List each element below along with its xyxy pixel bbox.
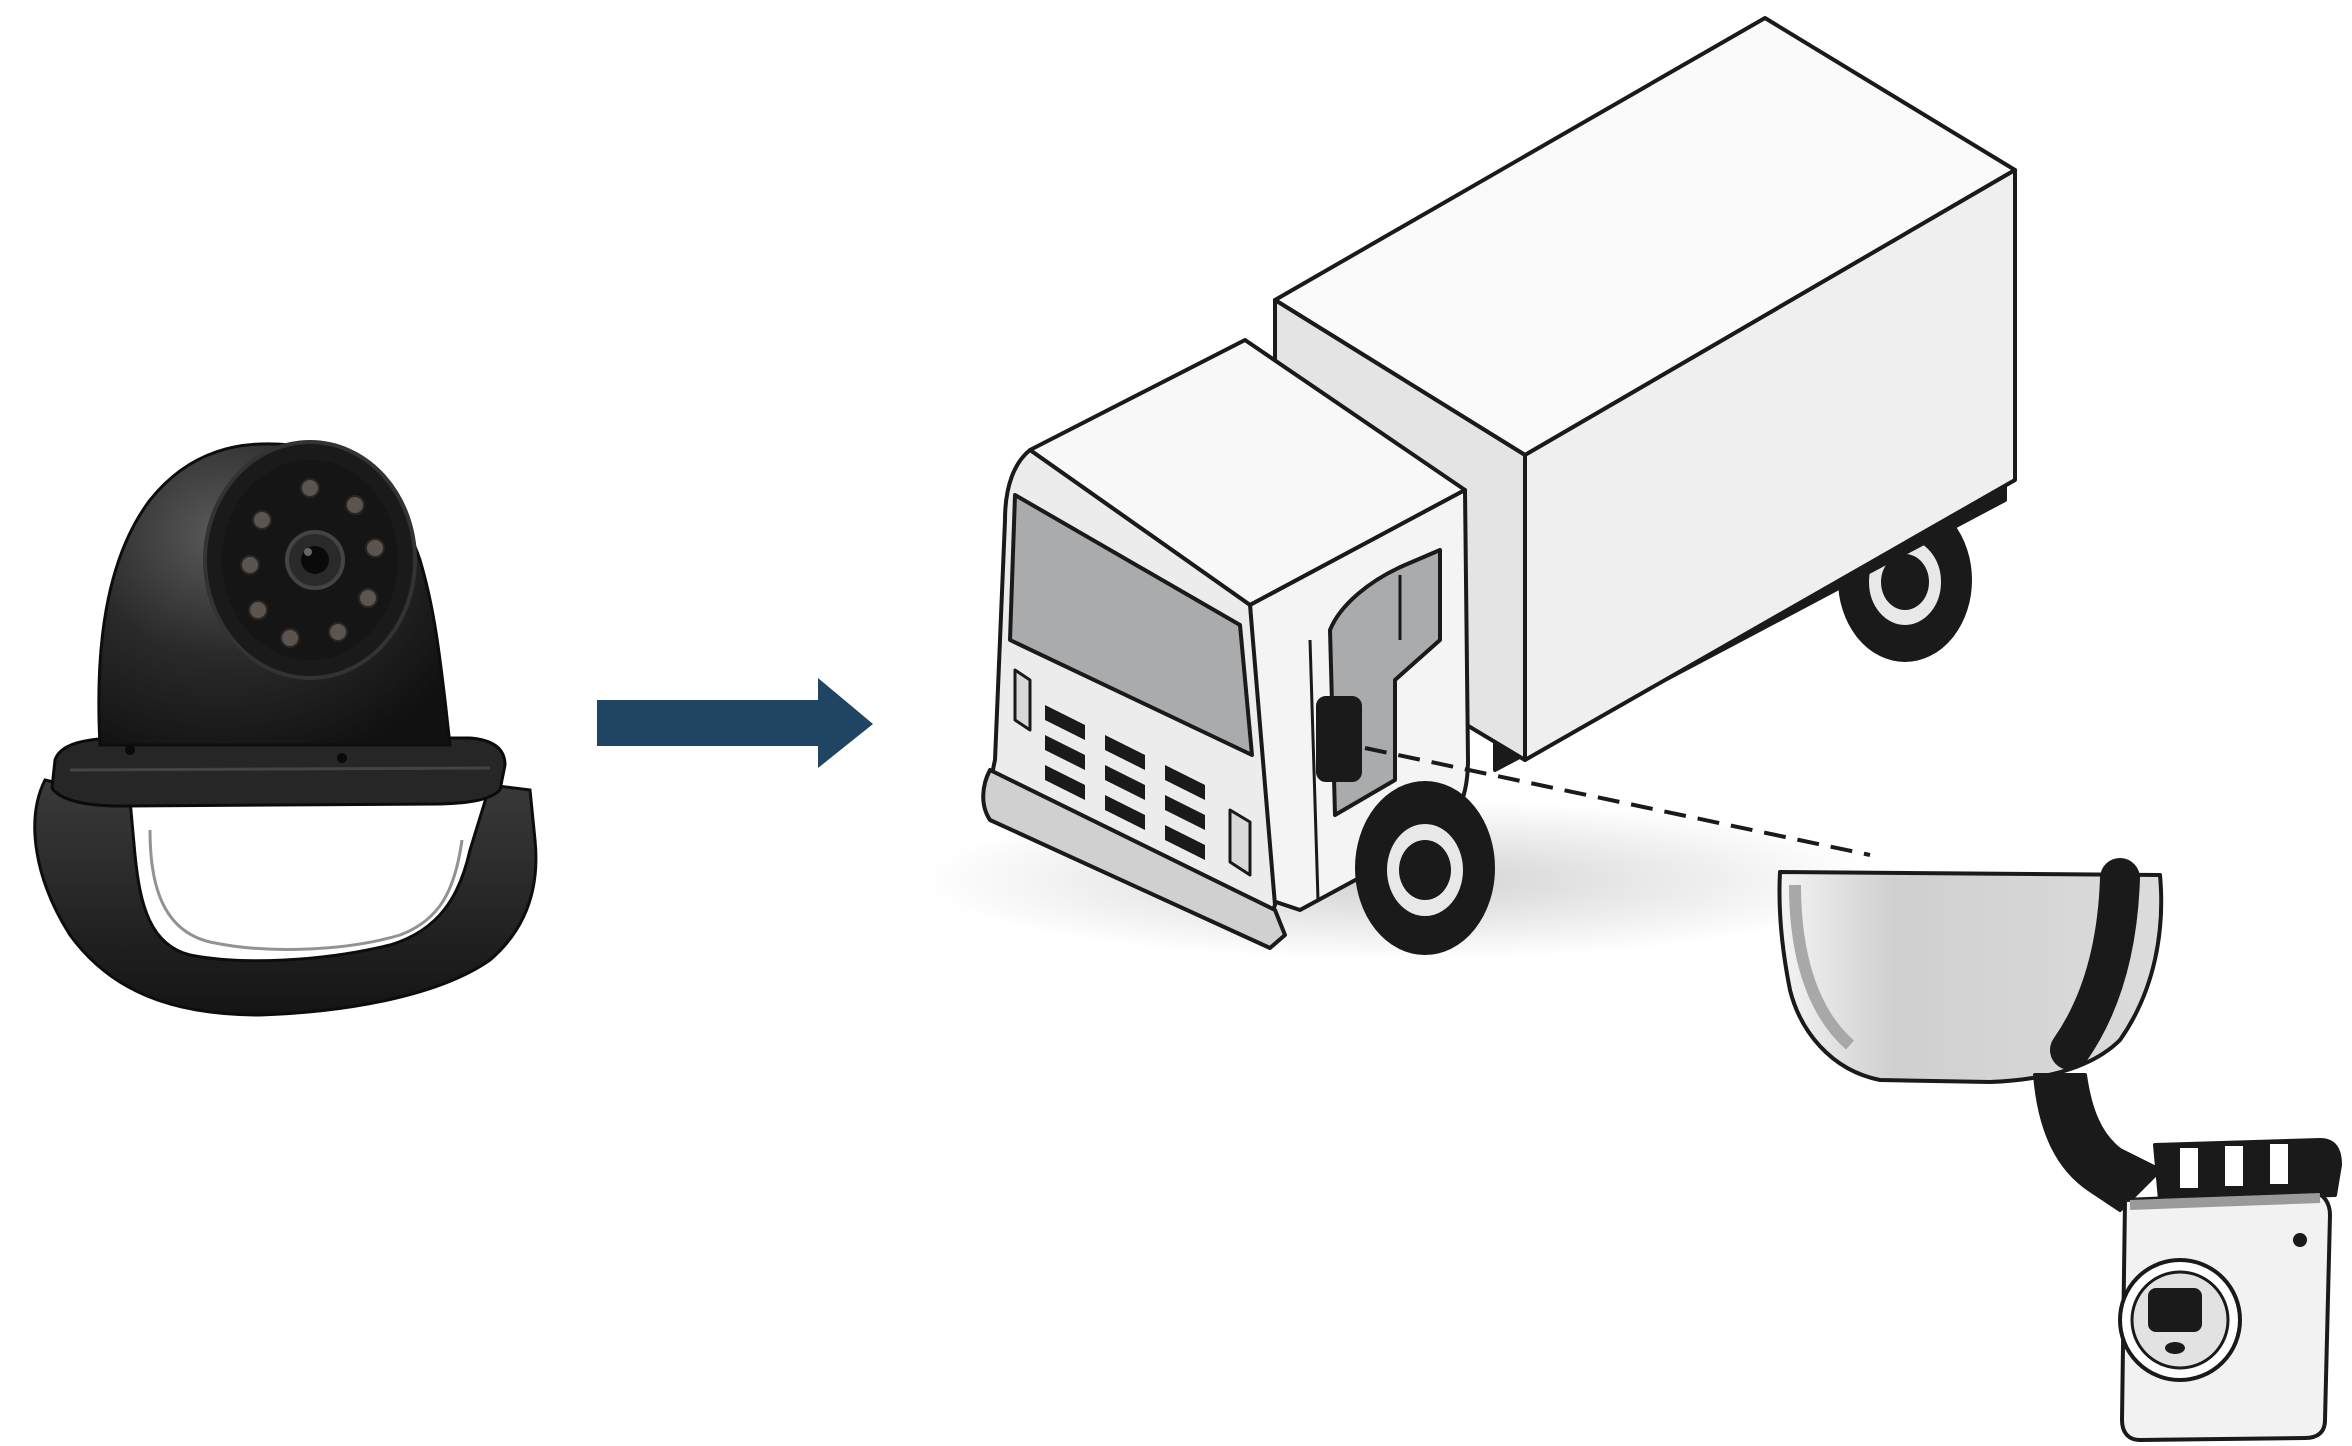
front-wheel	[1355, 781, 1495, 955]
right-arrow	[597, 678, 873, 768]
dome-camera	[33, 440, 538, 1017]
camera-closeup	[1777, 858, 2342, 1442]
front-bumper	[981, 768, 1287, 950]
camera-mount-arm	[2033, 1073, 2162, 1212]
ir-led-ring	[240, 478, 385, 648]
box-truck	[920, 16, 2017, 960]
mounted-camera-marker	[1316, 696, 1362, 782]
closeup-lens	[2148, 1288, 2202, 1332]
callout-leader-line	[1364, 746, 1871, 857]
front-grille	[1045, 705, 1205, 860]
windshield	[1008, 493, 1254, 757]
camera-bracket	[33, 778, 538, 1017]
camera-base-ring	[50, 736, 507, 808]
